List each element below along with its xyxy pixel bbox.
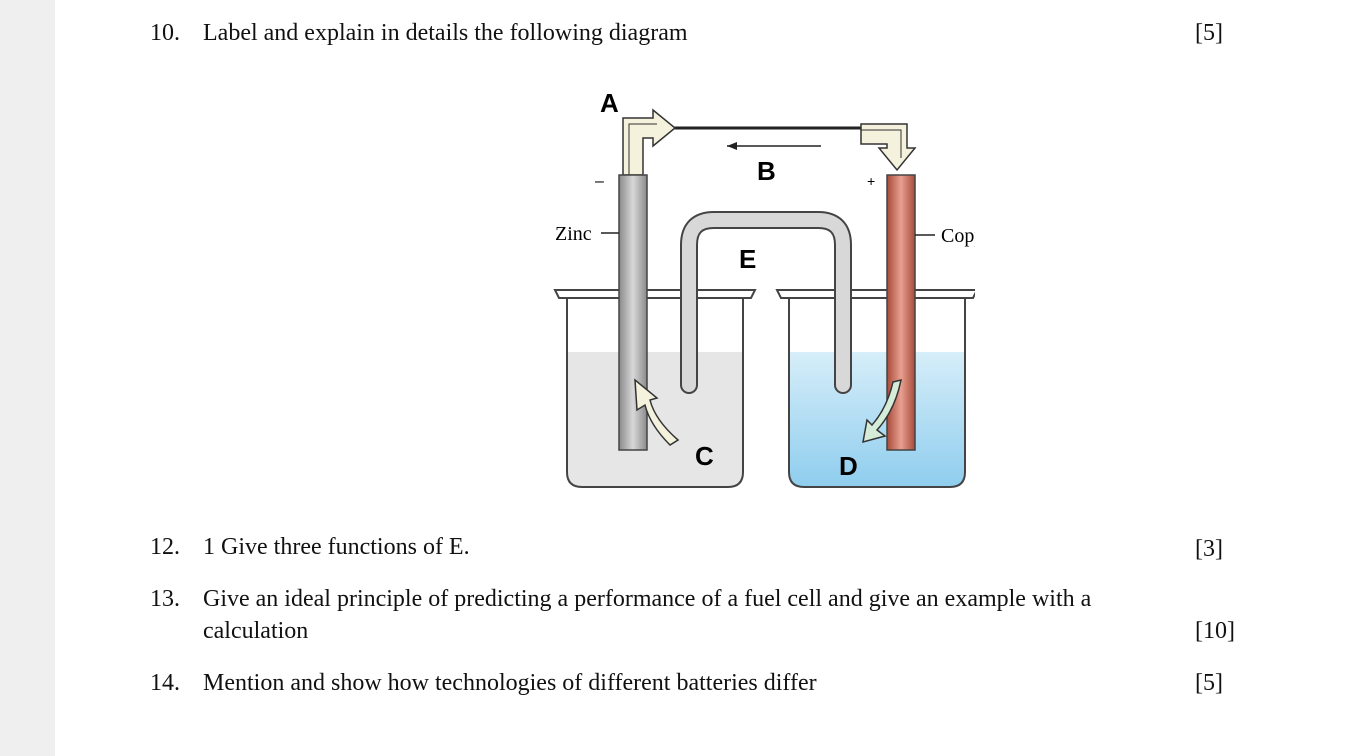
question-text: Mention and show how technologies of dif… (203, 670, 817, 696)
question-number: 13. (150, 586, 180, 612)
label-c: C (695, 441, 714, 471)
copper-ion-arrow (862, 378, 902, 444)
right-beaker (775, 289, 975, 488)
document-page: 10. Label and explain in details the fol… (55, 0, 1361, 756)
question-text: Label and explain in details the followi… (203, 20, 688, 46)
galvanic-cell-diagram: A B E C D – + Zinc Copper (553, 88, 975, 488)
zinc-label: Zinc (555, 223, 592, 245)
electron-exit-arrow (622, 108, 677, 176)
question-text: 1 Give three functions of E. (203, 534, 470, 560)
plus-sign: + (867, 173, 875, 189)
label-a: A (600, 88, 619, 118)
question-marks: [3] (1195, 536, 1223, 562)
label-d: D (839, 451, 858, 481)
zinc-electrode (618, 174, 648, 451)
salt-bridge (680, 211, 852, 394)
label-e: E (739, 244, 756, 274)
electron-flow-arrow (727, 142, 821, 150)
question-text: Give an ideal principle of predicting a … (203, 586, 1092, 612)
question-number: 12. (150, 534, 180, 560)
zinc-ion-arrow (634, 378, 680, 446)
question-number: 10. (150, 20, 180, 46)
question-marks: [5] (1195, 20, 1223, 46)
left-beaker (553, 289, 757, 488)
question-marks: [5] (1195, 670, 1223, 696)
question-text-continued: calculation (203, 618, 309, 644)
question-number: 14. (150, 670, 180, 696)
electron-entry-arrow (860, 123, 917, 172)
label-b: B (757, 156, 776, 186)
copper-label: Copper (941, 225, 975, 247)
minus-sign: – (595, 173, 604, 190)
question-marks: [10] (1195, 618, 1235, 644)
